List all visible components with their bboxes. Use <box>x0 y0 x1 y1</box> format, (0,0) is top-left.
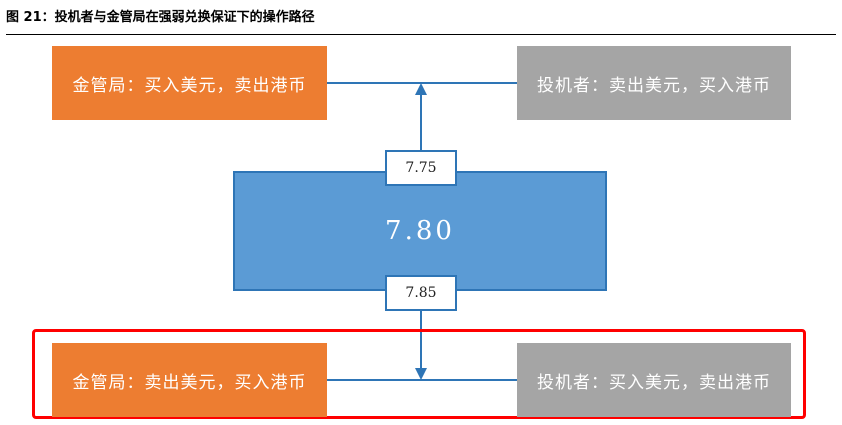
up-arrow-head <box>415 83 427 95</box>
highlight-frame <box>32 329 806 419</box>
upper-bound-value: 7.75 <box>405 160 437 176</box>
bottom-right-box-speculator: 投机者：买入美元，卖出港币 <box>517 343 791 417</box>
upper-bound-tag: 7.75 <box>385 150 457 186</box>
down-arrow-head <box>415 368 427 380</box>
lower-bound-value: 7.85 <box>405 285 437 301</box>
top-right-box-speculator: 投机者：卖出美元，买入港币 <box>517 46 791 120</box>
top-left-box-hkma: 金管局：买入美元，卖出港币 <box>52 46 327 120</box>
center-rate-box: 7.80 <box>233 171 607 291</box>
figure-title: 图 21：投机者与金管局在强弱兑换保证下的操作路径 <box>6 4 836 35</box>
bottom-left-box-hkma: 金管局：卖出美元，买入港币 <box>52 343 327 417</box>
lower-bound-tag: 7.85 <box>385 275 457 311</box>
center-rate-value: 7.80 <box>385 216 455 246</box>
